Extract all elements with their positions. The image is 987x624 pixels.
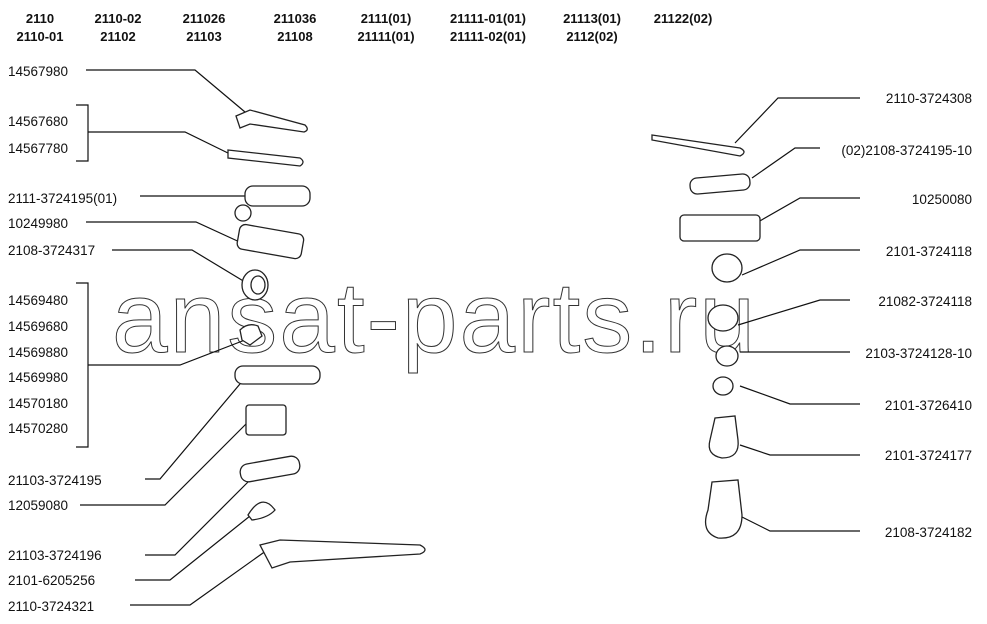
part-number: 10249980 (8, 216, 68, 231)
strap-part (651, 134, 745, 157)
model-code: 211026 (183, 11, 226, 26)
part-number: 10250080 (912, 192, 972, 207)
model-header: 2110 2110-02 211026 211036 2111(01) 2111… (17, 11, 713, 44)
watermark: ansat-parts.ru (112, 262, 757, 374)
model-code: 21111-01(01) (450, 11, 526, 26)
part-number: 14569680 (8, 319, 68, 334)
model-code: 21111-02(01) (450, 29, 526, 44)
part-number: 14567680 (8, 114, 68, 129)
left-part-labels: 14567980 14567680 14567780 2111-3724195(… (8, 64, 117, 614)
model-code: 2110-01 (17, 29, 64, 44)
clip-part (247, 501, 276, 521)
part-number: 2103-3724128-10 (865, 346, 972, 361)
part-number: 14567780 (8, 141, 68, 156)
model-code: 21102 (100, 29, 135, 44)
part-number: 2108-3724182 (885, 525, 972, 540)
sleeve-part (679, 214, 761, 242)
part-number: 2110-3724321 (8, 599, 94, 614)
part-number: 2108-3724317 (8, 243, 95, 258)
model-code: 2110-02 (95, 11, 142, 26)
hose-part (689, 173, 751, 195)
part-number: 21103-3724196 (8, 548, 102, 563)
model-code: 21113(01) (563, 11, 621, 26)
part-number: (02)2108-3724195-10 (841, 143, 972, 158)
grommet-part (241, 269, 269, 301)
parts (227, 109, 761, 569)
part-number: 14570280 (8, 421, 68, 436)
elbow-part (708, 415, 739, 459)
part-number: 2101-3724177 (885, 448, 972, 463)
part-number: 14570180 (8, 396, 68, 411)
clip-part (239, 324, 263, 346)
part-number: 2101-6205256 (8, 573, 95, 588)
model-code: 211036 (274, 11, 317, 26)
grommet-part (707, 253, 743, 396)
part-number: 14567980 (8, 64, 68, 79)
model-code: 21108 (277, 29, 312, 44)
corrugated-hose-part (234, 185, 311, 222)
part-number: 12059080 (8, 498, 68, 513)
model-code: 21103 (186, 29, 221, 44)
elbow-part (704, 479, 743, 539)
part-number: 2111-3724195(01) (8, 191, 117, 206)
model-code: 2111(01) (361, 11, 412, 26)
corrugated-hose-part (234, 365, 321, 385)
model-code: 21122(02) (654, 11, 713, 26)
model-code: 21111(01) (357, 29, 414, 44)
part-number: 21082-3724118 (878, 294, 972, 309)
part-number: 2101-3726410 (885, 398, 972, 413)
strap-part (259, 539, 426, 569)
part-number: 2101-3724118 (886, 244, 972, 259)
part-number: 14569880 (8, 345, 68, 360)
corrugated-hose-part (239, 455, 301, 483)
part-number: 14569980 (8, 370, 68, 385)
strap-part (227, 109, 308, 167)
right-part-labels: 2110-3724308 (02)2108-3724195-10 1025008… (841, 91, 972, 540)
model-code: 2110 (26, 11, 54, 26)
sleeve-part (236, 223, 305, 260)
model-code: 2112(02) (566, 29, 617, 44)
part-number: 14569480 (8, 293, 68, 308)
leader-lines (76, 69, 860, 606)
block-part (245, 404, 287, 436)
part-number: 2110-3724308 (886, 91, 972, 106)
part-number: 21103-3724195 (8, 473, 102, 488)
